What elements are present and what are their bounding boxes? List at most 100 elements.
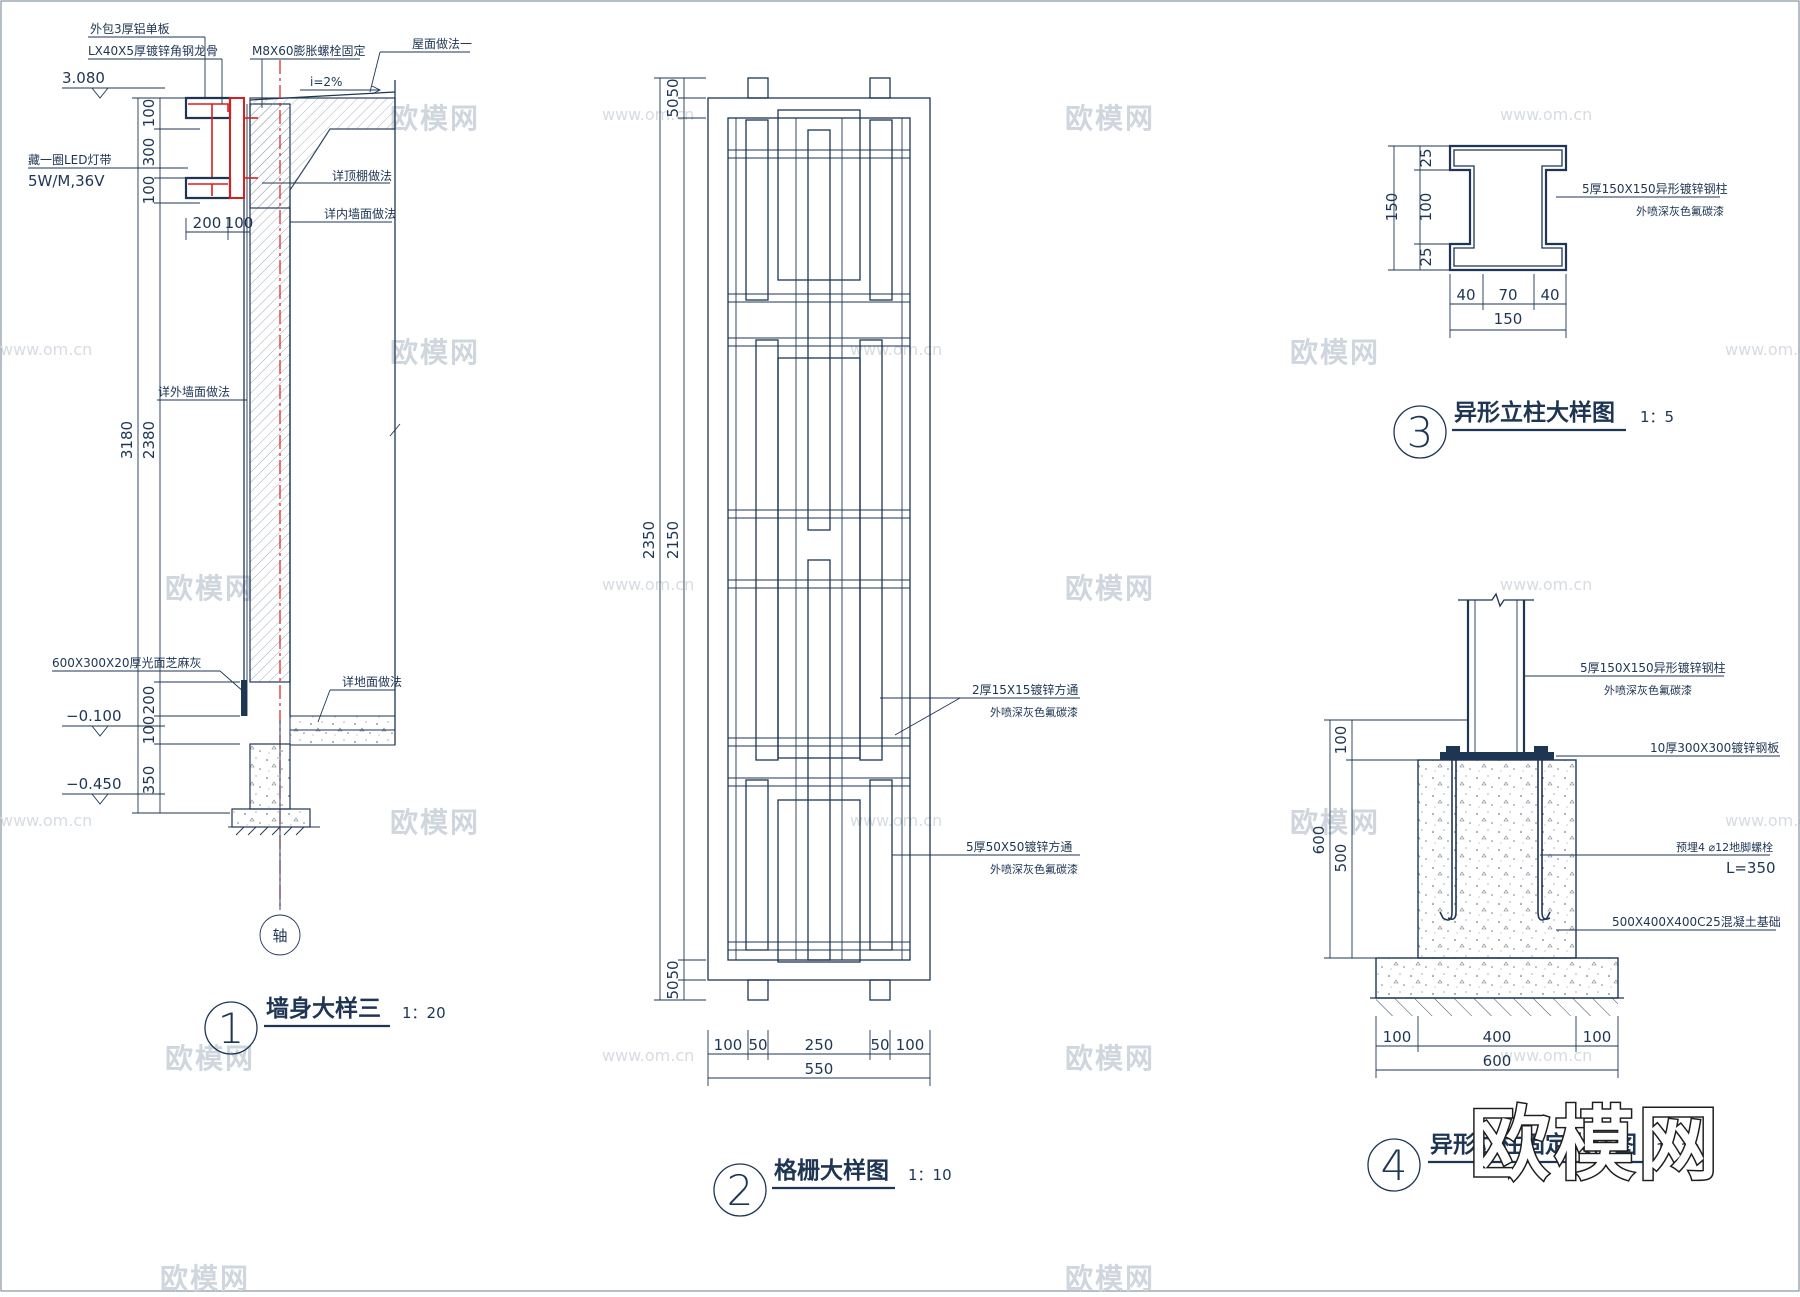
base-plate [1440, 752, 1554, 760]
detail-4-column-footing: 100 500 600 100 400 100 600 5厚150X150异形镀… [1310, 592, 1781, 1192]
d1-label-led2: 5W/M,36V [28, 172, 105, 190]
watermark-brand: 欧模网 [165, 1042, 255, 1075]
d1-label-inwall: 详内墙面做法 [324, 206, 396, 221]
d1-dim-bottom: 200 [193, 214, 222, 232]
watermark-brand-large: 欧模网 [1470, 1098, 1722, 1191]
d3-note-a: 5厚150X150异形镀锌钢柱 [1582, 181, 1728, 196]
d1-label-roof: 屋面做法一 [412, 36, 472, 51]
watermark-site: www.om.cn [602, 1046, 694, 1065]
watermark-site: www.om.cn [0, 811, 92, 830]
d4-dim: 100 [1332, 726, 1350, 755]
d3-dim-bottom: 40 [1456, 286, 1475, 304]
d4-dim: 500 [1332, 844, 1350, 873]
d1-dim: 2380 [140, 421, 158, 459]
d1-title: 墙身大样三 [266, 995, 381, 1022]
watermark-site: www.om.cn [602, 575, 694, 594]
watermark-site: www.om.cn [1725, 340, 1800, 359]
d4-note-bolt-a: 预埋4 ⌀12地脚螺栓 [1676, 840, 1773, 854]
detail-3-column-section: 25 100 25 150 40 70 40 150 5厚150X150异形镀锌… [1383, 144, 1728, 459]
d1-elev-bot: −0.450 [66, 775, 122, 793]
d1-dim: 200 [140, 686, 158, 715]
d4-dim-bottom: 400 [1483, 1028, 1512, 1046]
d2-title: 格栅大样图 [774, 1157, 889, 1184]
d3-dim-bottom: 70 [1498, 286, 1517, 304]
d3-dim: 25 [1417, 148, 1435, 167]
d3-dim: 100 [1417, 193, 1435, 222]
watermark-brand: 欧模网 [165, 572, 255, 605]
watermark-site: www.om.cn [1500, 1046, 1592, 1065]
d4-dim-bottom: 100 [1383, 1028, 1412, 1046]
d1-label-ceiling: 详顶棚做法 [332, 168, 392, 183]
d1-dim: 300 [140, 138, 158, 167]
d4-scale: 1：10 [1656, 1140, 1700, 1158]
d4-note-bolt-b: L=350 [1726, 859, 1776, 877]
d2-dim: 50 [664, 980, 682, 999]
d4-dim-bottom-total: 600 [1483, 1052, 1512, 1070]
watermark-layer: 欧模网 欧模网 欧模网 欧模网 欧模网 欧模网 欧模网 欧模网 欧模网 欧模网 … [0, 102, 1800, 1295]
d1-scale: 1：20 [402, 1004, 446, 1022]
d1-elev-top: 3.080 [62, 69, 105, 87]
d1-dim: 100 [140, 176, 158, 205]
d1-axis-label: 轴 [272, 927, 287, 945]
d3-dim-total: 150 [1383, 193, 1401, 222]
d3-dim: 25 [1417, 247, 1435, 266]
d2-dim: 50 [664, 960, 682, 979]
d1-label-led1: 藏一圈LED灯带 [28, 153, 112, 167]
d3-num: 3 [1407, 408, 1434, 457]
d2-dim-bottom-total: 550 [805, 1060, 834, 1078]
d1-label-angle: LX40X5厚镀锌角钢龙骨 [88, 44, 218, 58]
d1-label-cladding: 外包3厚铝单板 [90, 21, 170, 36]
d2-dim-bottom: 100 [714, 1036, 743, 1054]
d1-dim-total: 3180 [118, 421, 136, 459]
d1-dim: 100 [140, 716, 158, 745]
d1-label-stone: 600X300X20厚光面芝麻灰 [52, 655, 202, 670]
watermark-brand: 欧模网 [1290, 806, 1380, 839]
watermark-brand: 欧模网 [390, 336, 480, 369]
watermark-brand: 欧模网 [390, 806, 480, 839]
d4-note-col-a: 5厚150X150异形镀锌钢柱 [1580, 660, 1726, 675]
watermark-site: www.om.cn [1500, 105, 1592, 124]
d2-dim: 50 [664, 78, 682, 97]
d1-label-bolt: M8X60膨胀螺栓固定 [252, 43, 365, 58]
d2-note2b: 外喷深灰色氟碳漆 [990, 862, 1078, 876]
d3-title: 异形立柱大样图 [1454, 399, 1615, 426]
watermark-brand: 欧模网 [390, 102, 480, 135]
watermark-site: www.om.cn [602, 105, 694, 124]
d2-dim-total: 2350 [640, 521, 658, 559]
watermark-brand: 欧模网 [1065, 102, 1155, 135]
concrete-footing [1417, 759, 1577, 959]
d2-dim-bottom: 50 [748, 1036, 767, 1054]
d2-note2a: 5厚50X50镀锌方通 [966, 839, 1072, 854]
d1-num: 1 [218, 1004, 245, 1053]
d1-label-outwall: 详外墙面做法 [158, 384, 230, 399]
watermark-site: www.om.cn [850, 340, 942, 359]
d1-elev-mid: −0.100 [66, 707, 122, 725]
watermark-brand: 欧模网 [1065, 1042, 1155, 1075]
d2-dim: 50 [664, 98, 682, 117]
watermark-brand: 欧模网 [160, 1262, 250, 1292]
grille-frame-inner [727, 117, 911, 961]
d2-dim-bottom: 100 [896, 1036, 925, 1054]
detail-2-grille: 50 50 50 50 2150 2350 100 50 250 50 100 … [640, 77, 1080, 1217]
d4-title-circle [1367, 1138, 1421, 1192]
watermark-brand: 欧模网 [1065, 572, 1155, 605]
watermark-site: www.om.cn [850, 811, 942, 830]
d4-title: 异形立柱固定大样图 [1430, 1131, 1637, 1158]
watermark-brand: 欧模网 [1065, 1262, 1155, 1292]
d2-note1b: 外喷深灰色氟碳漆 [990, 705, 1078, 719]
grille-frame-outer [707, 97, 931, 981]
d3-title-circle [1393, 405, 1447, 459]
watermark-brand: 欧模网 [1290, 336, 1380, 369]
column-profile [1448, 144, 1568, 272]
d2-scale: 1：10 [908, 1166, 952, 1184]
d2-dim-bottom: 50 [870, 1036, 889, 1054]
d3-dim-bottom: 40 [1540, 286, 1559, 304]
watermark-site: www.om.cn [1500, 575, 1592, 594]
d3-note-b: 外喷深灰色氟碳漆 [1636, 204, 1724, 218]
d4-num: 4 [1381, 1141, 1408, 1190]
d4-note-col-b: 外喷深灰色氟碳漆 [1604, 683, 1692, 697]
d3-dim-bottom-total: 150 [1494, 310, 1523, 328]
d4-dim-bottom: 100 [1583, 1028, 1612, 1046]
